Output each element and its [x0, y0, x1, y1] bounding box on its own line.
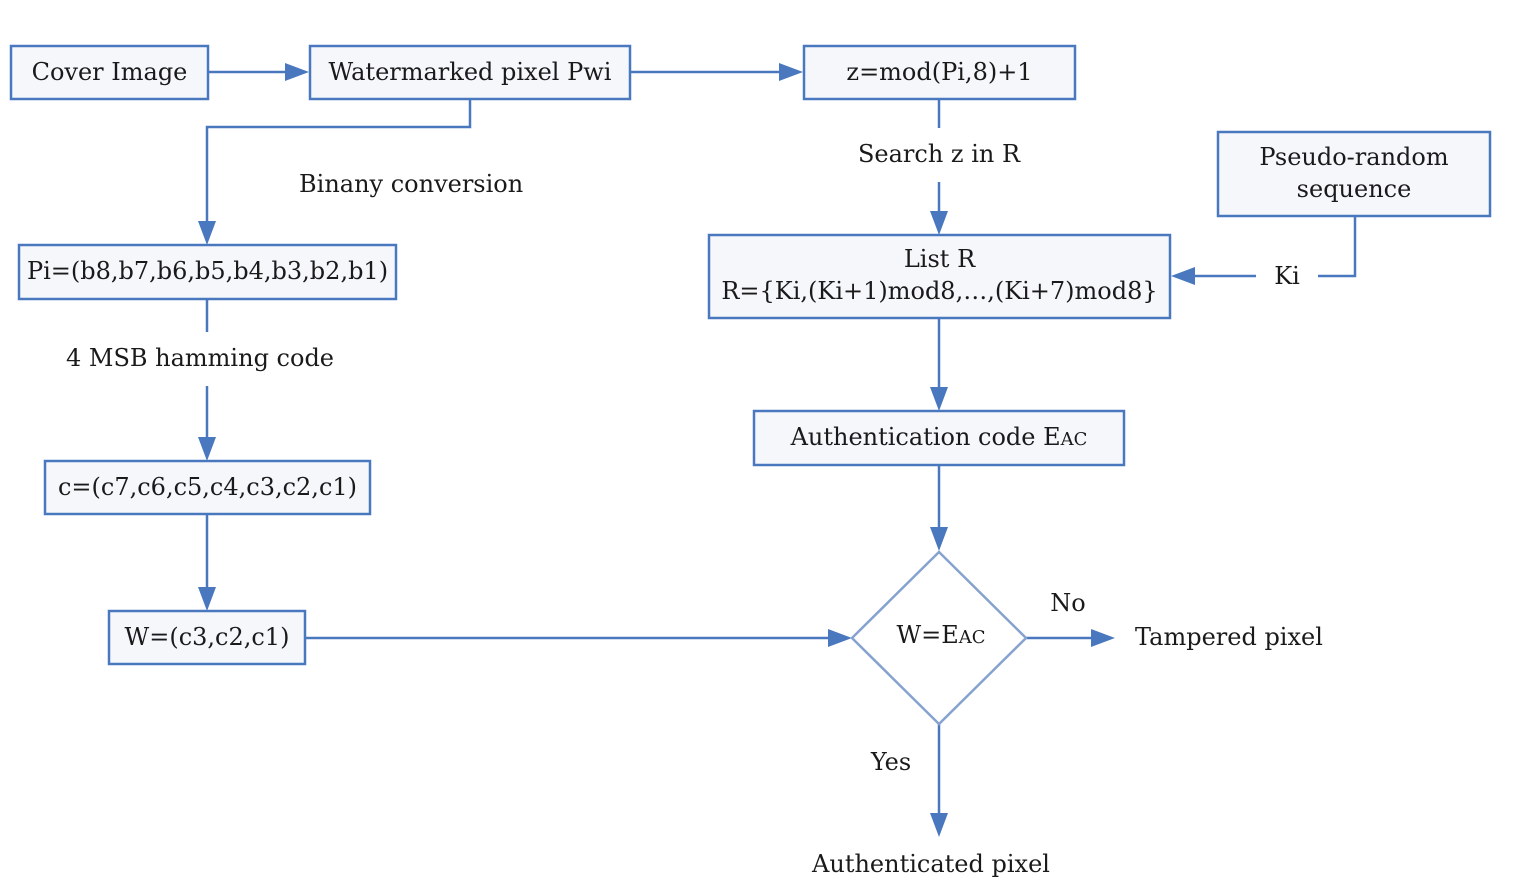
pseudo-random-label-line1: Pseudo-random: [1259, 143, 1448, 171]
decision-subscript: AC: [958, 627, 986, 648]
z-formula-label: z=mod(Pi,8)+1: [846, 58, 1032, 86]
arrowhead: [1091, 629, 1115, 647]
decision-label: W=EAC: [896, 621, 985, 649]
authenticated-pixel-label: Authenticated pixel: [811, 850, 1050, 878]
arrowhead: [198, 437, 216, 461]
no-label: No: [1050, 589, 1085, 617]
pi-bits-box: Pi=(b8,b7,b6,b5,b4,b3,b2,b1): [17, 243, 398, 301]
ki-label: Ki: [1274, 262, 1300, 290]
c-bits-label: c=(c7,c6,c5,c4,c3,c2,c1): [58, 473, 357, 501]
arrowhead: [198, 221, 216, 245]
w-bits-label: W=(c3,c2,c1): [125, 623, 290, 651]
arrowhead: [285, 63, 309, 81]
edge-watermarked-to-pi: [205, 99, 472, 222]
arrowhead: [930, 211, 948, 235]
arrowhead: [198, 587, 216, 611]
c-bits-box: c=(c7,c6,c5,c4,c3,c2,c1): [43, 459, 372, 516]
watermarked-pixel-box: Watermarked pixel Pwi: [308, 44, 632, 101]
arrowhead: [930, 813, 948, 837]
list-r-formula: R={Ki,(Ki+1)mod8,…,(Ki+7)mod8}: [721, 277, 1157, 305]
w-bits-box: W=(c3,c2,c1): [107, 609, 307, 666]
arrowhead: [828, 629, 852, 647]
pseudo-random-box: Pseudo-random sequence: [1216, 130, 1492, 218]
decision-diamond: W=EAC: [850, 550, 1028, 726]
list-r-title: List R: [904, 245, 976, 273]
arrowhead: [1171, 267, 1195, 285]
yes-label: Yes: [870, 748, 911, 776]
msb-hamming-label: 4 MSB hamming code: [66, 344, 334, 372]
pseudo-random-label-line2: sequence: [1297, 175, 1412, 203]
authentication-code-main: Authentication code E: [790, 423, 1061, 451]
watermarked-pixel-label: Watermarked pixel Pwi: [329, 58, 612, 86]
z-formula-box: z=mod(Pi,8)+1: [802, 44, 1077, 101]
authentication-code-label: Authentication code EAC: [790, 423, 1088, 451]
decision-main: W=E: [896, 621, 958, 649]
authentication-code-subscript: AC: [1060, 429, 1088, 450]
authentication-code-box: Authentication code EAC: [752, 409, 1126, 467]
cover-image-label: Cover Image: [32, 58, 188, 86]
connectors: [198, 63, 1357, 837]
arrowhead: [930, 387, 948, 411]
arrowhead: [779, 63, 803, 81]
binary-conversion-label: Binany conversion: [299, 170, 523, 198]
tampered-pixel-label: Tampered pixel: [1135, 623, 1323, 651]
arrowhead: [930, 527, 948, 551]
cover-image-box: Cover Image: [9, 44, 210, 101]
search-z-label: Search z in R: [858, 140, 1021, 168]
pi-bits-label: Pi=(b8,b7,b6,b5,b4,b3,b2,b1): [27, 257, 388, 285]
list-r-box: List R R={Ki,(Ki+1)mod8,…,(Ki+7)mod8}: [707, 233, 1172, 320]
edge-pseudo-to-ki: [1318, 216, 1357, 278]
